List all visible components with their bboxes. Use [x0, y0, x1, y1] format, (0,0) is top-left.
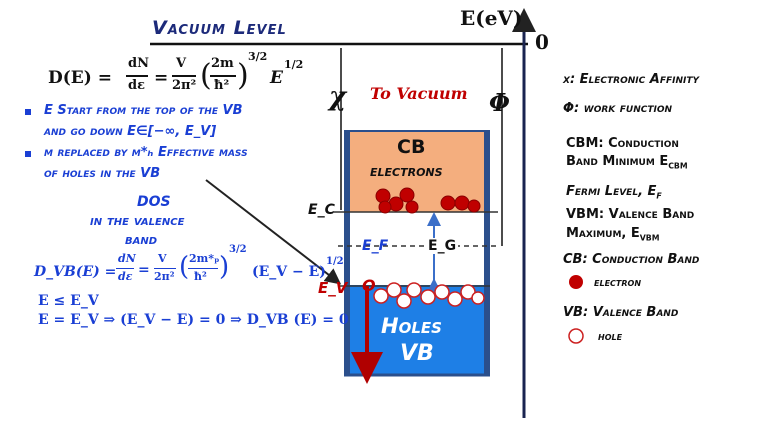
dos-formula-frac2-den: 2π²: [172, 78, 197, 93]
hole-cluster: [373, 282, 485, 309]
dos-vb-formula-exp-outer: 3/2: [229, 244, 247, 255]
legend-phi: Φ: work function: [563, 101, 673, 116]
legend-cbm-sub: CBM: [668, 161, 688, 171]
dos-vb-formula-frac2-num: V: [158, 252, 167, 265]
legend-vbm-line2-text: Maximum, E: [566, 226, 640, 241]
legend-vbm-sub: VBM: [639, 233, 660, 243]
bullet-marker-1: [25, 109, 31, 115]
dos-formula-paren-num: 2m: [211, 56, 234, 71]
dos-vb-title-line3: band: [125, 232, 158, 248]
electron: [378, 200, 392, 214]
dos-formula-tail: E: [270, 68, 283, 88]
dos-vb-formula-lhs: D_VB(E) =: [34, 264, 117, 280]
dos-formula-eq: =: [154, 68, 169, 88]
legend-cbm-line2-text: Band Minimum E: [566, 154, 669, 169]
legend-cbm-line2: Band Minimum ECBM: [566, 154, 688, 171]
dos-vb-title-line2: in the valence: [90, 213, 185, 229]
vb-title: Holes: [381, 314, 442, 338]
dos-formula-frac2-num: V: [176, 56, 187, 71]
dos-vb-formula-tail: (E_V − E): [252, 264, 326, 280]
hole: [406, 282, 422, 298]
dos-vb-formula-tail-exp: 1/2: [326, 256, 344, 267]
cb-subtitle: electrons: [370, 162, 443, 180]
dos-vb-formula-paren-den: ħ²: [194, 270, 207, 283]
dos-formula-lhs: D(E) =: [48, 68, 112, 88]
condition-1: E ≤ E_V: [38, 293, 99, 309]
ev-label: E_V: [318, 279, 348, 297]
hole: [373, 288, 389, 304]
legend-chi: χ: Electronic Affinity: [563, 72, 700, 87]
legend-hole: hole: [598, 329, 623, 343]
legend-cb: CB: Conduction Band: [563, 252, 700, 267]
legend-hole-symbol: [568, 328, 584, 344]
electron: [467, 199, 481, 213]
chi-label: χ: [329, 82, 347, 112]
dos-vb-formula-paren-num: 2m*ₚ: [189, 252, 220, 265]
bullet-2-line2: of holes in the VB: [44, 166, 161, 181]
origin-label: O: [362, 276, 376, 295]
bullet-marker-2: [25, 151, 31, 157]
vb-subtitle: VB: [400, 341, 434, 366]
dos-formula-tail-exp: 1/2: [284, 58, 304, 71]
hole: [396, 293, 412, 309]
legend-fermi-sub: F: [656, 191, 662, 201]
bullet-1-line2: and go down E∈[−∞, E_V]: [44, 124, 217, 139]
legend-vb: VB: Valence Band: [563, 305, 679, 320]
electron: [399, 187, 415, 203]
electron: [440, 195, 456, 211]
legend-fermi-text: Fermi Level, E: [566, 184, 657, 199]
hole: [471, 291, 485, 305]
bullet-1-line1: E Start from the top of the VB: [44, 103, 243, 118]
dos-formula-paren-den: ħ²: [214, 78, 230, 93]
dos-formula-frac1-den: dε: [128, 78, 145, 93]
dos-formula-exp-outer: 3/2: [248, 50, 268, 63]
condition-2: E = E_V ⇒ (E_V − E) = 0 ⇒ D_VB (E) = 0: [38, 312, 349, 328]
bullet-2-line1: m replaced by m*ₕ Effective mass: [44, 145, 248, 160]
legend-electron: electron: [594, 275, 642, 289]
eg-label: E_G: [426, 238, 459, 254]
legend-vbm-line1: VBM: Valence Band: [566, 207, 695, 222]
dos-vb-formula-frac1-num: dN: [118, 252, 136, 265]
dos-vb-formula-frac2-den: 2π²: [154, 270, 175, 283]
energy-axis-label: E(eV): [460, 6, 523, 30]
ef-label: E_F: [362, 238, 389, 254]
hole: [447, 291, 463, 307]
electron: [405, 200, 419, 214]
electron: [454, 195, 470, 211]
energy-axis-zero: 0: [535, 30, 549, 54]
dos-vb-title-line1: DOS: [137, 194, 171, 210]
legend-fermi: Fermi Level, EF: [566, 184, 662, 201]
ec-label: E_C: [308, 202, 335, 218]
hole: [386, 282, 402, 298]
legend-vbm-line2: Maximum, EVBM: [566, 226, 660, 243]
pointer-arrow: [205, 179, 342, 285]
phi-label: Φ: [489, 88, 510, 117]
hole: [420, 289, 436, 305]
to-vacuum-label: To Vacuum: [370, 84, 468, 103]
hole: [434, 284, 450, 300]
cb-title: CB: [397, 136, 426, 158]
dos-formula-frac1-num: dN: [128, 56, 149, 71]
vacuum-level-label: Vacuum Level: [152, 17, 287, 39]
legend-cbm-line1: CBM: Conduction: [566, 136, 679, 151]
electron-cluster: [375, 187, 481, 214]
dos-vb-formula-frac1-den: dε: [118, 270, 133, 283]
legend-electron-symbol: [569, 275, 583, 289]
